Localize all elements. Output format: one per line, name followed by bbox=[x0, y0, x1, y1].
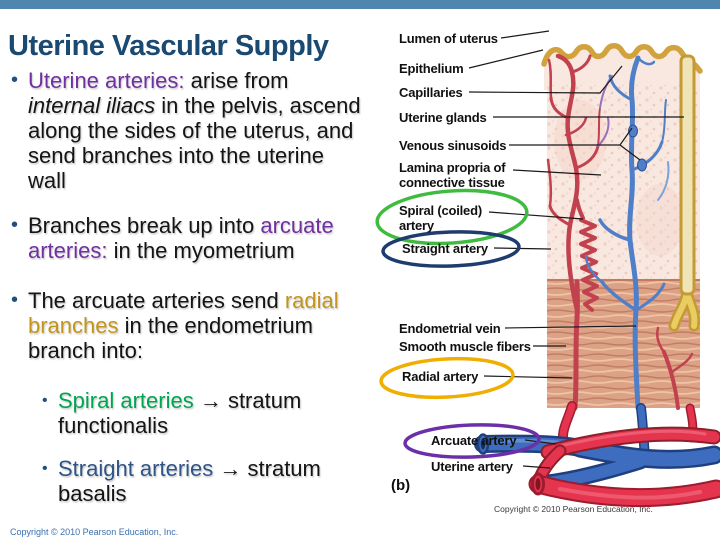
bullet-segment: in the myometrium bbox=[107, 238, 295, 263]
epithelium-border bbox=[541, 43, 703, 74]
myometrium-layer bbox=[547, 279, 700, 408]
uterine-artery-vessel bbox=[528, 472, 720, 508]
bullet-text: Straight arteries → stratum basalis bbox=[58, 456, 488, 506]
label-endometrial-vein: Endometrial vein bbox=[399, 321, 501, 336]
bullet-dot: • bbox=[11, 289, 19, 311]
arcuate-artery-ellipse bbox=[403, 423, 541, 459]
bullet-segment: → stratum basalis bbox=[58, 456, 321, 506]
footer-copyright: Copyright © 2010 Pearson Education, Inc. bbox=[10, 527, 179, 537]
page-title: Uterine Vascular Supply bbox=[8, 30, 329, 63]
bullet-dot: • bbox=[11, 214, 19, 236]
bullet-dot: • bbox=[42, 392, 48, 409]
bullet-text: Spiral arteries → stratum functionalis bbox=[58, 388, 488, 438]
annotation-ellipses bbox=[375, 188, 541, 459]
term-arcuate-arteries: arcuate arteries: bbox=[28, 213, 334, 263]
diagram-copyright: Copyright © 2010 Pearson Education, Inc. bbox=[494, 504, 653, 514]
term-uterine-arteries: Uterine arteries: bbox=[28, 68, 185, 93]
bullet-text: Uterine arteries: arise from internal il… bbox=[28, 68, 458, 193]
bullet-text: The arcuate arteries send radial branche… bbox=[28, 288, 458, 363]
label-lamina-propria: Lamina propria of connective tissue bbox=[399, 160, 506, 190]
large-vessels bbox=[474, 401, 720, 508]
bullet-dot: • bbox=[42, 460, 48, 477]
subbullet-straight-arteries: • Straight arteries → stratum basalis bbox=[42, 456, 488, 506]
label-uterine-artery: Uterine artery bbox=[431, 459, 513, 474]
straight-artery-ellipse bbox=[381, 230, 521, 268]
figure-tag: (b) bbox=[391, 477, 411, 494]
label-straight-artery: Straight artery bbox=[402, 241, 488, 256]
top-accent-bar bbox=[0, 0, 720, 9]
label-radial-artery: Radial artery bbox=[402, 369, 479, 384]
label-venous-sinusoids: Venous sinusoids bbox=[399, 138, 507, 153]
arcuate-artery-vessel bbox=[540, 426, 720, 460]
bullet-uterine-arteries: • Uterine arteries: arise from internal … bbox=[11, 68, 458, 193]
uterine-gland bbox=[668, 54, 700, 332]
bullet-segment: Branches break up into bbox=[28, 213, 261, 238]
radial-artery-ellipse bbox=[379, 356, 515, 400]
bullet-segment: The arcuate arteries send bbox=[28, 288, 285, 313]
label-uterine-glands: Uterine glands bbox=[399, 110, 487, 125]
bullet-text: Branches break up into arcuate arteries:… bbox=[28, 213, 458, 263]
bullet-segment: in the endometrium branch into: bbox=[28, 313, 313, 363]
subbullet-spiral-arteries: • Spiral arteries → stratum functionalis bbox=[42, 388, 488, 438]
bullet-radial-branches: • The arcuate arteries send radial branc… bbox=[11, 288, 458, 363]
bullet-dot: • bbox=[11, 69, 19, 91]
label-lumen-of-uterus: Lumen of uterus bbox=[399, 31, 498, 46]
spiral-artery-ellipse bbox=[375, 188, 529, 246]
term-straight-arteries: Straight arteries bbox=[58, 456, 214, 481]
bullet-segment: in the pelvis, ascend along the sides of… bbox=[28, 93, 361, 193]
leader-lines bbox=[468, 30, 684, 469]
label-arcuate-artery: Arcuate artery bbox=[431, 433, 517, 448]
bullet-segment: arise from bbox=[190, 68, 289, 93]
label-spiral-artery: Spiral (coiled) artery bbox=[399, 203, 482, 233]
term-radial-branches: radial branches bbox=[28, 288, 339, 338]
term-internal-iliacs: internal iliacs bbox=[28, 93, 156, 118]
bullet-segment: → stratum functionalis bbox=[58, 388, 302, 438]
label-capillaries: Capillaries bbox=[399, 85, 463, 100]
label-smooth-muscle-fibers: Smooth muscle fibers bbox=[399, 339, 531, 354]
label-epithelium: Epithelium bbox=[399, 61, 464, 76]
spiral-artery-tree bbox=[546, 53, 694, 411]
bullet-arcuate-arteries: • Branches break up into arcuate arterie… bbox=[11, 213, 458, 263]
term-spiral-arteries: Spiral arteries bbox=[58, 388, 194, 413]
